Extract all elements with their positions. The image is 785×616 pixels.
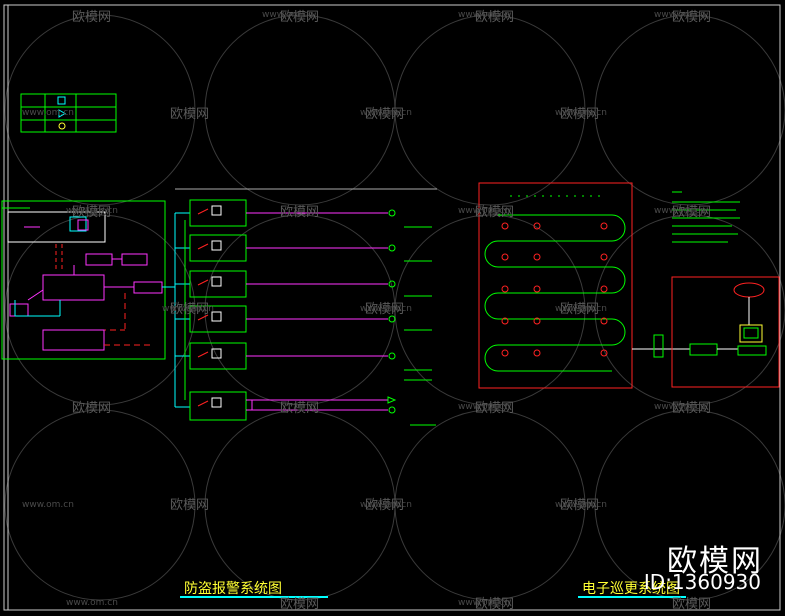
watermark-brand: 欧模网	[475, 10, 515, 25]
watermark-domain: www.om.cn	[555, 304, 607, 314]
watermark-brand: 欧模网	[72, 10, 112, 25]
watermark-domain: www.om.cn	[360, 500, 412, 510]
watermark-brand: 欧模网	[280, 597, 320, 612]
alarm-system-title: 防盗报警系统图	[184, 581, 282, 597]
watermark-domain: www.om.cn	[654, 402, 706, 412]
patrol-checkpoints	[501, 222, 608, 357]
watermark-domain: www.om.cn	[555, 108, 607, 118]
watermark-brand: 欧模网	[280, 401, 320, 416]
watermark-domain: www.om.cn	[654, 206, 706, 216]
watermark-brand: 欧模网	[475, 401, 515, 416]
watermark-brand: 欧模网	[475, 597, 515, 612]
watermark-domain: www.om.cn	[162, 304, 214, 314]
watermark-circles	[4, 14, 785, 601]
watermark-domain: www.om.cn	[66, 206, 118, 216]
watermark-domain: www.om.cn	[458, 402, 510, 412]
watermark-domain: www.om.cn	[458, 10, 510, 20]
watermark-brand: 欧模网	[672, 597, 712, 612]
detector-symbols	[387, 209, 397, 414]
alarm-title-underline	[180, 596, 328, 598]
site-logo: 欧模网	[667, 544, 763, 579]
zone-module	[189, 342, 247, 370]
watermark-brand: 欧模网	[365, 107, 405, 122]
watermark-brand: 欧模网	[72, 401, 112, 416]
watermark-brand: 欧模网	[560, 498, 600, 513]
watermark-domain: www.om.cn	[22, 500, 74, 510]
watermark-domain: www.om.cn	[262, 10, 314, 20]
zone-feeders	[246, 212, 388, 411]
watermark-brand: 欧模网	[280, 205, 320, 220]
watermark-brand: 欧模网	[560, 302, 600, 317]
watermark-domain: www.om.cn	[458, 598, 510, 608]
watermark-brand: 欧模网	[365, 302, 405, 317]
patrol-equipment	[632, 276, 780, 388]
watermark-domain: www.om.cn	[458, 206, 510, 216]
watermark-brand: 欧模网	[672, 401, 712, 416]
zone-label-bars	[404, 226, 436, 426]
watermark-brand: 欧模网	[475, 205, 515, 220]
legend-table	[20, 93, 117, 133]
zone-module	[189, 270, 247, 298]
watermark-brand: 欧模网	[170, 107, 210, 122]
watermark-domain: www.om.cn	[654, 10, 706, 20]
alarm-control-block	[1, 200, 166, 360]
watermark-brand: 欧模网	[672, 10, 712, 25]
signal-bus	[162, 212, 190, 408]
watermark-brand: 欧模网	[170, 498, 210, 513]
patrol-notes	[672, 191, 740, 243]
watermark-brand: 欧模网	[560, 107, 600, 122]
watermark-brand: 欧模网	[280, 10, 320, 25]
patrol-system-title: 电子巡更系统图	[582, 581, 680, 597]
patrol-title-underline	[578, 596, 686, 598]
site-id: ID:1360930	[643, 570, 761, 594]
watermark-domain: www.om.cn	[360, 304, 412, 314]
zone-module	[189, 199, 247, 227]
watermark-brand: 欧模网	[365, 498, 405, 513]
watermark-brand: 欧模网	[672, 205, 712, 220]
watermark-brand: 欧模网	[72, 205, 112, 220]
watermark-domain: www.om.cn	[66, 598, 118, 608]
watermark-brand: 欧模网	[170, 302, 210, 317]
patrol-route-panel	[478, 182, 633, 389]
drawing-frame	[3, 4, 781, 611]
zone-module	[189, 391, 247, 421]
watermark-domain: www.om.cn	[360, 108, 412, 118]
watermark-domain: www.om.cn	[22, 108, 74, 118]
watermark-domain: www.om.cn	[555, 500, 607, 510]
